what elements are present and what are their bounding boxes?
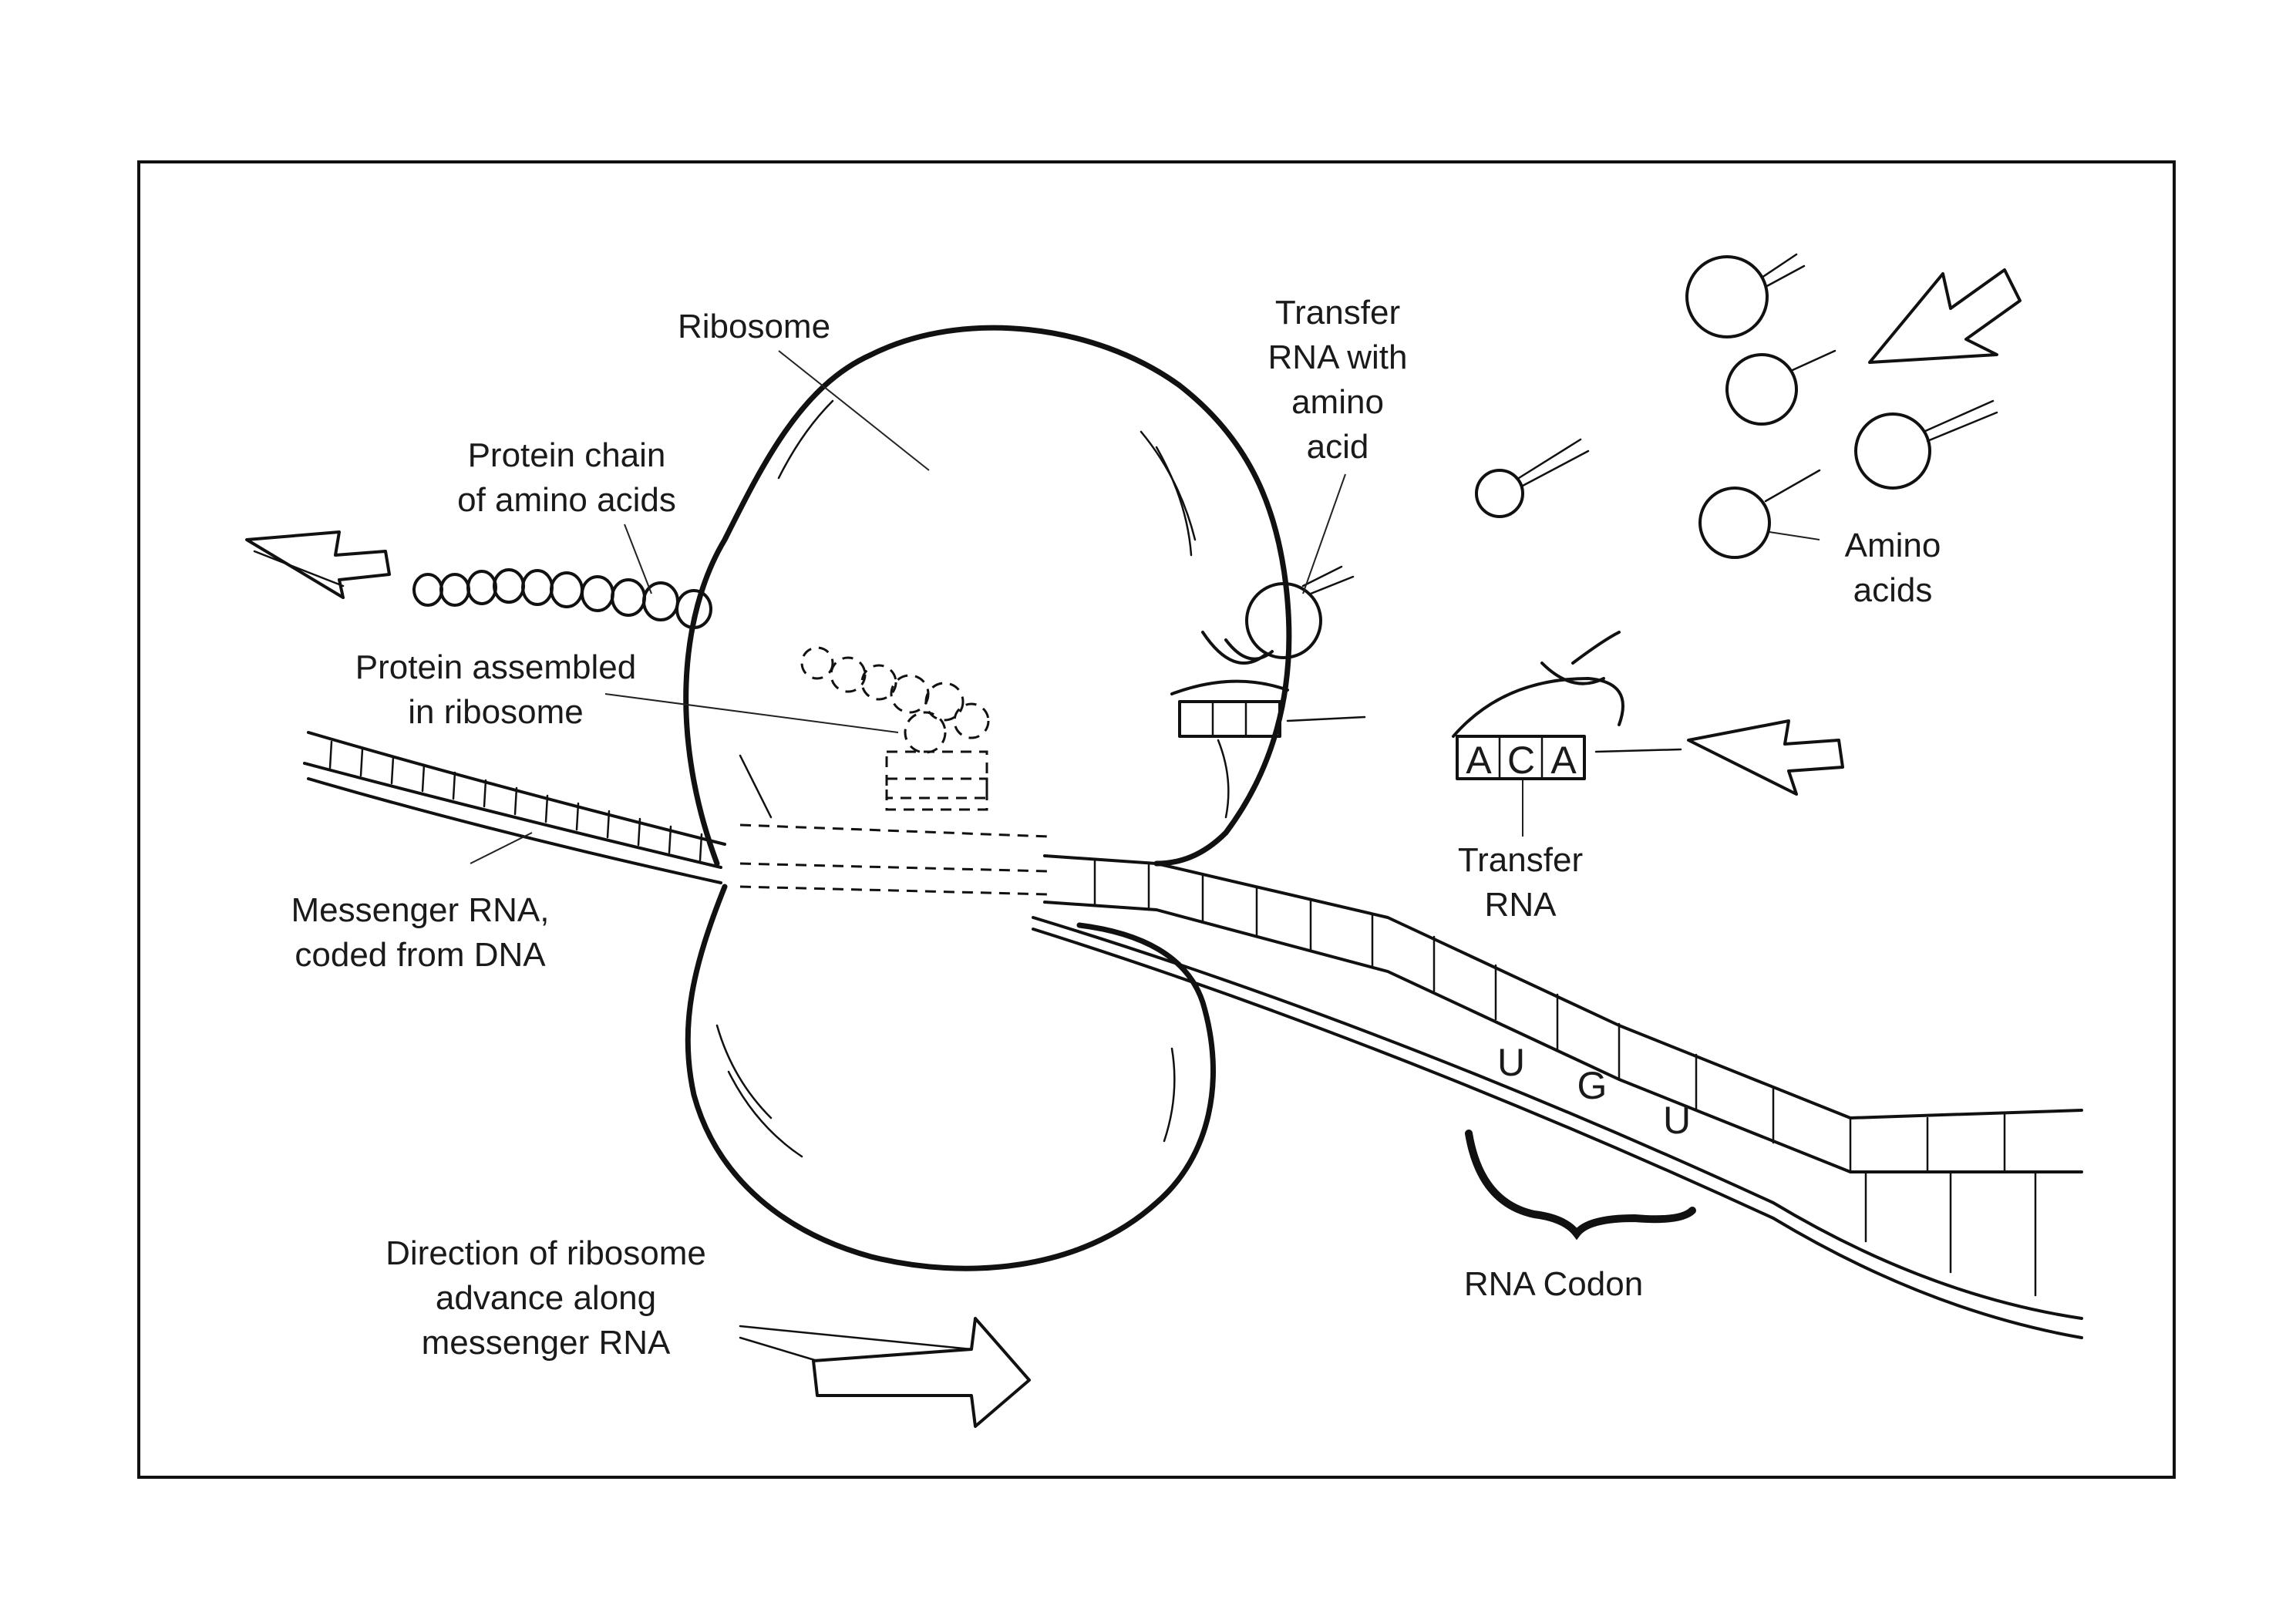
codon-letter: G — [1577, 1064, 1608, 1107]
label-ribosome-direction: messenger RNA — [422, 1324, 671, 1362]
label-pointers — [470, 350, 1820, 864]
messenger-rna-inside-ribosome — [739, 823, 1049, 896]
ribosome — [683, 325, 1292, 1271]
anticodon-letters: A C A — [1466, 739, 1577, 782]
anticodon-letter: C — [1507, 739, 1535, 782]
label-transfer-rna-with-amino-acid: amino — [1291, 383, 1384, 421]
label-amino-acids: acids — [1853, 571, 1933, 609]
label-transfer-rna: Transfer — [1458, 841, 1583, 879]
anticodon-letter: A — [1466, 739, 1492, 782]
label-transfer-rna: RNA — [1485, 886, 1557, 924]
label-protein-assembled: in ribosome — [408, 693, 583, 731]
free-amino-acids — [1475, 253, 1998, 559]
label-amino-acids: Amino — [1845, 527, 1941, 564]
label-transfer-rna-with-amino-acid: Transfer — [1275, 294, 1400, 332]
transfer-rna-with-amino-acid — [1170, 565, 1366, 738]
messenger-rna-right-strand — [1032, 854, 2083, 1339]
label-ribosome-direction: advance along — [436, 1279, 656, 1317]
protein-assembled-in-ribosome — [800, 646, 990, 811]
free-transfer-rna — [1452, 631, 1682, 780]
ribosome-advance-direction-arrow — [739, 1317, 1031, 1428]
label-ribosome-direction: Direction of ribosome — [385, 1234, 706, 1272]
label-ribosome: Ribosome — [678, 308, 830, 345]
label-messenger-rna: coded from DNA — [295, 936, 546, 974]
label-protein-chain: Protein chain — [468, 436, 666, 474]
protein-chain-direction-arrow — [245, 530, 391, 599]
label-transfer-rna-with-amino-acid: acid — [1307, 428, 1369, 466]
codon-letter: U — [1497, 1041, 1525, 1084]
label-rna-codon: RNA Codon — [1464, 1265, 1643, 1303]
protein-chain-beads — [412, 568, 712, 629]
codon-letters: U G U — [1497, 1041, 1691, 1142]
amino-acids-incoming-arrow — [1868, 268, 2022, 364]
label-transfer-rna-with-amino-acid: RNA with — [1268, 338, 1408, 376]
codon-letter: U — [1663, 1099, 1691, 1142]
label-messenger-rna: Messenger RNA, — [291, 891, 549, 929]
anticodon-letter: A — [1550, 739, 1577, 782]
transfer-rna-incoming-arrow — [1687, 719, 1844, 796]
messenger-rna-left-strand — [303, 731, 726, 884]
label-protein-assembled: Protein assembled — [355, 648, 636, 686]
diagram-frame — [137, 160, 2176, 1479]
label-protein-chain: of amino acids — [457, 481, 676, 519]
codon-brace — [1465, 1130, 1696, 1241]
